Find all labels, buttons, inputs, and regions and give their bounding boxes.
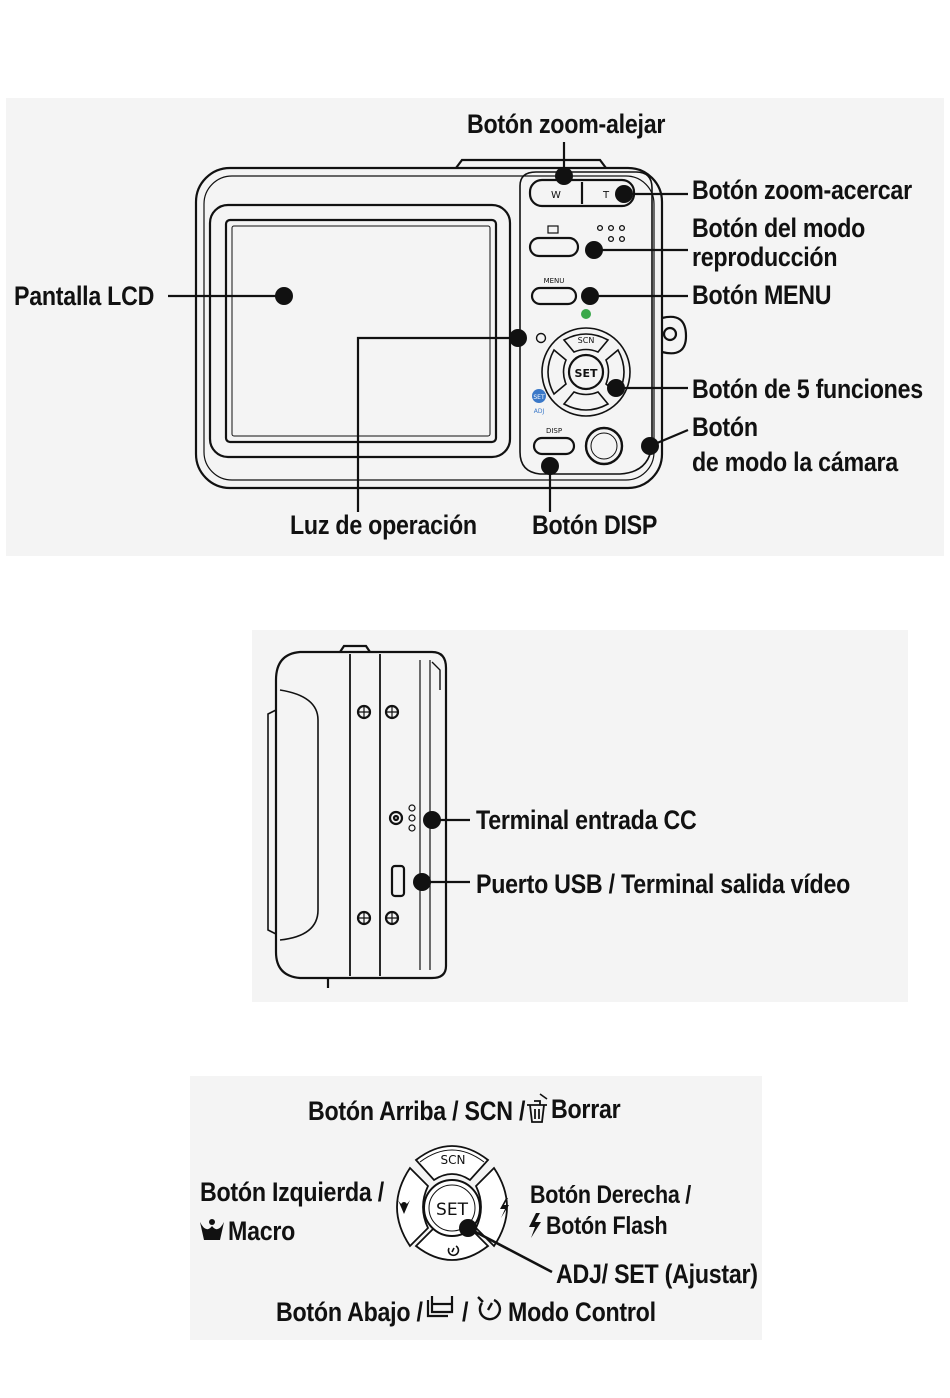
green-indicator-icon — [581, 309, 591, 319]
left-button-label-line2: Macro — [228, 1216, 296, 1246]
menu-label: Botón MENU — [692, 280, 832, 310]
dpad-right — [474, 1166, 508, 1248]
adj-set-label: ADJ/ SET (Ajustar) — [556, 1259, 758, 1289]
operation-light — [535, 332, 547, 344]
dpad-set-mark: SET — [436, 1200, 469, 1220]
operation-light-label: Luz de operación — [290, 510, 477, 540]
zoom-in-label: Botón zoom-acercar — [692, 175, 912, 205]
lcd-frame — [208, 203, 512, 459]
dpad-up — [414, 1145, 490, 1182]
dpad-macro-icon — [398, 1200, 410, 1214]
zoom-out-label: Botón zoom-alejar — [467, 109, 666, 139]
dpad-timer-icon — [447, 1245, 460, 1257]
disp-label: Botón DISP — [532, 510, 658, 540]
menu-mark: MENU — [544, 277, 565, 285]
camera-body — [194, 166, 664, 490]
t-mark: T — [602, 190, 610, 201]
lcd-label: Pantalla LCD — [14, 281, 155, 311]
dc-in-label: Terminal entrada CC — [476, 805, 697, 835]
lcd-screen — [224, 218, 498, 444]
self-timer-icon — [477, 1296, 502, 1321]
five-function-label: Botón de 5 funciones — [692, 374, 923, 404]
right-button-label-line1: Botón Derecha / — [530, 1181, 691, 1209]
trash-icon — [527, 1093, 548, 1123]
playback-label-line1: Botón del modo — [692, 213, 866, 243]
dpad-ring — [541, 327, 631, 417]
down-button-label: Botón Abajo / — [276, 1297, 423, 1327]
disp-mark: DISP — [546, 427, 562, 435]
left-button-label-line1: Botón Izquierda / — [200, 1177, 384, 1207]
scn-mark: SCN — [578, 336, 595, 345]
camera-mode-label-line1: Botón — [692, 412, 758, 442]
dpad-left — [396, 1166, 430, 1248]
dc-jack — [388, 810, 404, 826]
set-mark: SET — [575, 367, 598, 380]
playback-button — [528, 236, 580, 258]
usb-port — [390, 864, 406, 898]
burst-icon — [426, 1296, 454, 1318]
up-button-suffix: Borrar — [551, 1094, 621, 1124]
up-button-label: Botón Arriba / SCN / — [308, 1096, 526, 1126]
set-badge-icon — [532, 389, 546, 403]
mode-button — [584, 426, 624, 466]
set-badge-mark: SET — [533, 394, 545, 401]
disp-button — [532, 436, 576, 456]
dpad-flash-icon — [500, 1198, 509, 1218]
right-button-label-line2: Botón Flash — [546, 1212, 668, 1240]
flash-icon — [529, 1213, 541, 1238]
dpad-scn-mark: SCN — [441, 1153, 466, 1167]
adj-mark: ADJ — [534, 408, 545, 415]
macro-icon — [200, 1219, 224, 1240]
w-mark: W — [551, 190, 561, 201]
usb-label: Puerto USB / Terminal salida vídeo — [476, 869, 851, 899]
camera-mode-label-line2: de modo la cámara — [692, 447, 898, 477]
down-button-separator: / — [462, 1297, 469, 1327]
camera-side-body — [274, 650, 448, 980]
playback-label-line2: reproducción — [692, 242, 838, 272]
side-view-panel — [252, 630, 908, 1002]
down-button-suffix: Modo Control — [508, 1297, 656, 1327]
set-button — [567, 353, 605, 391]
menu-button — [530, 286, 578, 306]
